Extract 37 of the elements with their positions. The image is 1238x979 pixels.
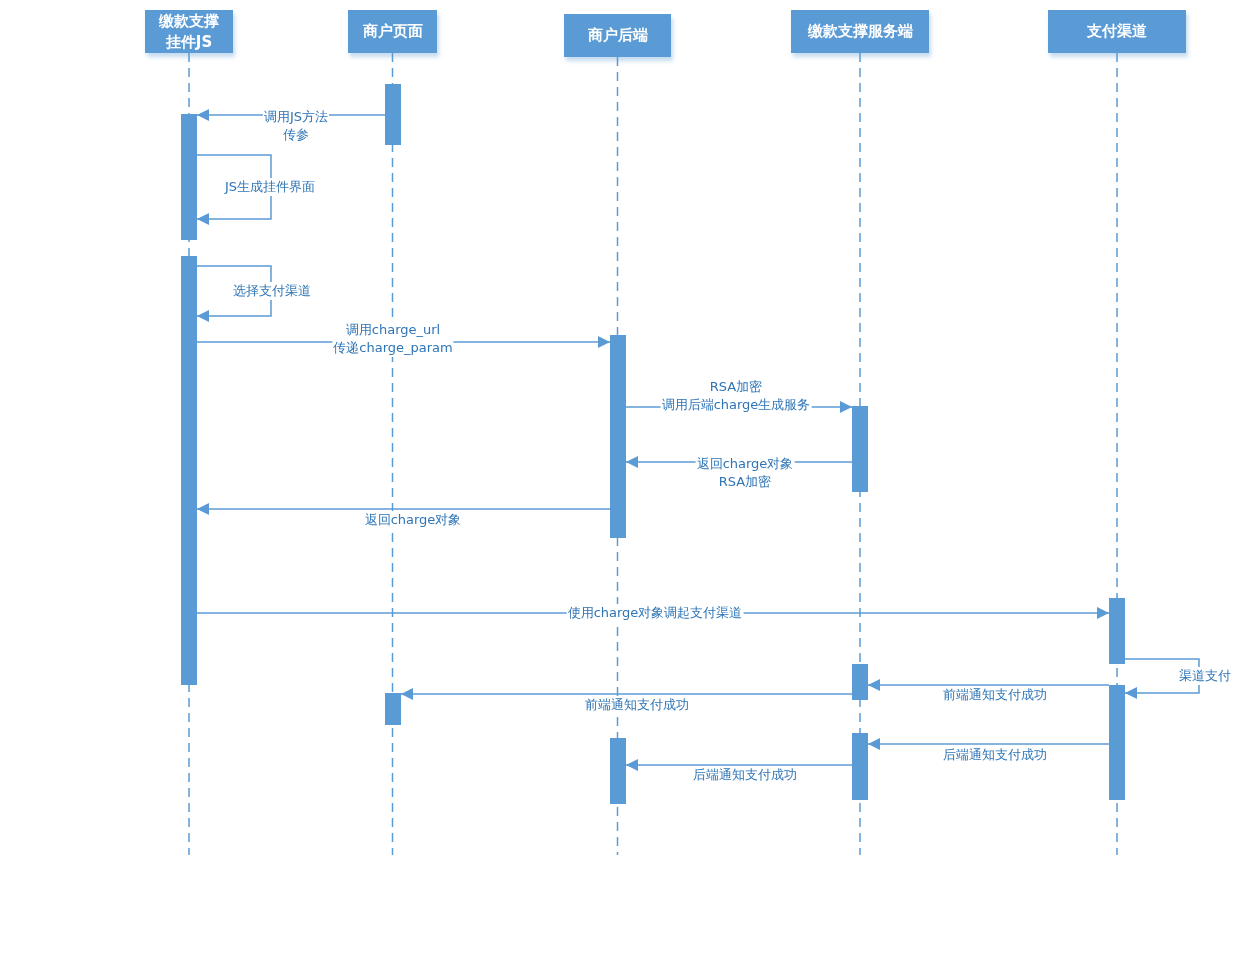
message-arrow [625, 759, 853, 771]
edge-label: 返回charge对象RSA加密 [695, 455, 795, 491]
lifeline-header: 支付渠道 [1048, 10, 1186, 53]
activation-bar [852, 406, 868, 492]
message-arrow [196, 265, 272, 322]
edge-label: 前端通知支付成功 [584, 696, 690, 714]
message-arrow [867, 738, 1110, 750]
edge-label: 渠道支付 [1178, 667, 1232, 685]
lifeline-header: 缴款支撑服务端 [791, 10, 929, 53]
edge-label: 选择支付渠道 [232, 282, 312, 300]
edge-label: 使用charge对象调起支付渠道 [566, 604, 744, 622]
lifeline-header: 缴款支撑挂件JS [145, 10, 233, 53]
message-arrow [867, 679, 1110, 691]
activation-bar [181, 256, 197, 685]
activation-bar [1109, 685, 1125, 800]
edge-label: 前端通知支付成功 [942, 686, 1048, 704]
activation-bar [181, 114, 197, 240]
activation-bar [610, 738, 626, 804]
edge-label: RSA加密调用后端charge生成服务 [660, 378, 812, 414]
activation-bar [385, 693, 401, 725]
activation-bar [852, 733, 868, 800]
edge-label: 后端通知支付成功 [942, 746, 1048, 764]
activation-bar [852, 664, 868, 700]
message-arrow [400, 688, 853, 700]
edge-label: 调用JS方法传参 [262, 108, 330, 144]
message-arrow [196, 503, 611, 515]
message-arrow [196, 154, 272, 225]
activation-bar [610, 335, 626, 538]
edge-label: 后端通知支付成功 [692, 766, 798, 784]
edge-label: JS生成挂件界面 [223, 178, 317, 196]
message-arrow [1124, 658, 1200, 699]
activation-bar [1109, 598, 1125, 664]
activation-bar [385, 84, 401, 145]
lifeline-header: 商户后端 [564, 14, 671, 57]
lifeline-header: 商户页面 [348, 10, 437, 53]
edge-label: 返回charge对象 [363, 511, 463, 529]
edge-label: 调用charge_url传递charge_param [332, 321, 454, 357]
